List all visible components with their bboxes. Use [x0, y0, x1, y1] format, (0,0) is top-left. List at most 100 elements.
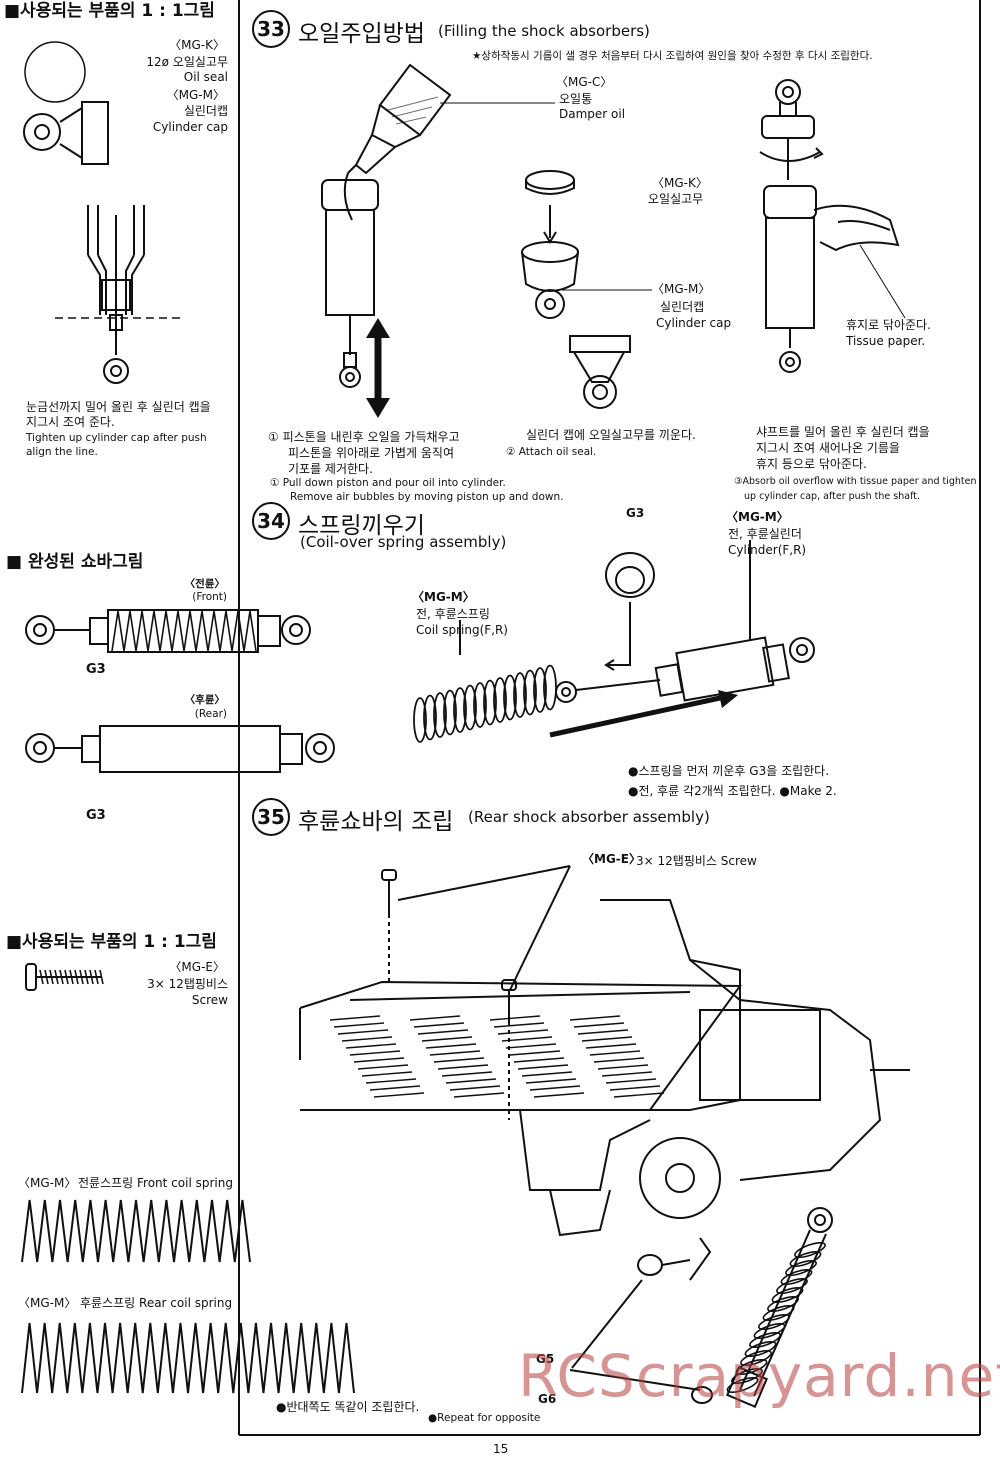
page-number: 15 — [493, 1442, 509, 1456]
chassis-slot — [425, 1043, 477, 1049]
cylinder-cap-diagram — [23, 101, 109, 165]
chassis-slot — [513, 1057, 565, 1063]
shock-coil-turn — [735, 1358, 768, 1376]
screw-thread — [64, 969, 69, 985]
shock-coil-turn — [785, 1259, 817, 1277]
coil-turn — [513, 672, 527, 718]
chassis-slot — [365, 1078, 417, 1084]
front-shock-complete — [25, 609, 311, 653]
chassis-slot — [373, 1092, 425, 1098]
shock-coil-turn — [758, 1313, 790, 1331]
s1-en-1: ① Pull down piston and pour oil into cyl… — [270, 477, 506, 489]
coil-turn — [413, 697, 427, 743]
mgm-code: 〈MG-M〉 — [166, 88, 225, 102]
rear-spring-label: 후륜스프링 Rear coil spring — [80, 1296, 233, 1310]
coil-turn — [423, 694, 437, 741]
coil-turn — [533, 667, 547, 713]
front-en: (Front) — [192, 591, 227, 603]
front-spring-diagram — [21, 1199, 251, 1263]
mgm-code-33: 〈MG-M〉 — [652, 282, 711, 296]
chassis-slot — [437, 1064, 489, 1070]
chassis-slot — [577, 1029, 629, 1035]
rear-chassis-assembly-diagram — [299, 865, 910, 1408]
cyl-en: Cylinder(F,R) — [728, 543, 807, 557]
up-down-arrow — [366, 318, 390, 418]
tighten-en-2: align the line. — [26, 446, 98, 458]
screw-thread — [49, 969, 54, 985]
s3-en-2: up cylinder cap, after push the shaft. — [744, 491, 920, 502]
front-spring-coil-path — [21, 1199, 251, 1263]
chassis-slot — [581, 1036, 633, 1042]
step-34-note-1: ●스프링을 먼저 끼운후 G3을 조립한다. — [628, 764, 830, 778]
mgk-code-33: 〈MG-K〉 — [652, 176, 708, 190]
chassis-slot — [501, 1036, 553, 1042]
s3-kr-2: 지그시 조여 새어나온 기름을 — [756, 441, 900, 455]
rear-shock-complete — [25, 725, 335, 773]
step-34-title-en: (Coil-over spring assembly) — [300, 533, 507, 551]
tighten-line-diagram — [55, 205, 180, 384]
coil-turn — [523, 669, 537, 716]
parts-heading-2: ■사용되는 부품의 1 : 1그림 — [6, 932, 217, 952]
opposite-kr: ●반대쪽도 똑같이 조립한다. — [276, 1400, 420, 1414]
screw-thread — [79, 969, 84, 985]
chassis-slot — [349, 1050, 401, 1056]
tighten-kr-2: 지그시 조여 준다. — [26, 415, 115, 429]
mgk-en: Oil seal — [183, 70, 228, 84]
screw-thread — [39, 969, 44, 985]
chassis-slot — [497, 1029, 549, 1035]
coil-turn — [503, 674, 517, 721]
step-35-title-en: (Rear shock absorber assembly) — [468, 808, 710, 826]
shock-coil-turn — [762, 1304, 795, 1322]
shock-coil-turn — [771, 1286, 804, 1304]
mgk-code: 〈MG-K〉 — [169, 38, 225, 52]
s2-kr: 실린더 캡에 오일실고무를 끼운다. — [526, 428, 696, 442]
mgk-kr: 12ø 오일실고무 — [146, 55, 228, 69]
screw-thread — [89, 969, 94, 985]
coil-turn — [483, 679, 497, 726]
shock-coil-turn — [794, 1241, 826, 1259]
s3-en-1: ③Absorb oil overflow with tissue paper a… — [734, 476, 977, 487]
shock-coil-turn — [789, 1250, 822, 1268]
screw-label-35: 3× 12탭핑비스 Screw — [636, 854, 757, 868]
g3-label-b: G3 — [86, 808, 106, 823]
cylinder-cap-side — [569, 335, 631, 409]
chassis-slot — [521, 1071, 573, 1077]
step-33-title-en: (Filling the shock absorbers) — [438, 22, 650, 40]
chassis-slot — [421, 1036, 473, 1042]
mge-code: 〈MG-E〉 — [169, 960, 225, 974]
coil-turn — [453, 687, 467, 733]
screw-code-35: 〈MG-E〉 — [582, 852, 641, 866]
coilover-assembly-diagram — [413, 540, 815, 743]
coil-turn — [463, 684, 477, 731]
chassis-slot — [489, 1015, 541, 1021]
rear-kr: 〈후륜〉 — [184, 694, 225, 706]
rear-spring-code: 〈MG-M〉 — [18, 1296, 77, 1310]
chassis-slot — [517, 1064, 569, 1070]
mgm-kr: 실린더캡 — [183, 104, 228, 118]
step-34-note-2: ●전, 후륜 각2개씩 조립한다. ●Make 2. — [628, 784, 837, 798]
chassis-slot — [609, 1085, 661, 1091]
parts-heading: ■사용되는 부품의 1 : 1그림 — [4, 1, 215, 21]
front-kr: 〈전륜〉 — [184, 578, 225, 590]
shock-coil-turn — [726, 1376, 759, 1394]
coil-turn — [433, 692, 447, 738]
chassis-slot — [441, 1071, 493, 1077]
watermark: RCScrapyard.net — [518, 1342, 1000, 1410]
s1-en-2: Remove air bubbles by moving piston up a… — [290, 491, 564, 503]
coil-turn — [443, 689, 457, 736]
s3-kr-1: 샤프트를 밀어 올린 후 실린더 캡을 — [756, 425, 930, 439]
chassis-slot — [429, 1050, 481, 1056]
screw-diagram — [25, 963, 104, 991]
step-33-note: ★상하작동시 기름이 샐 경우 처음부터 다시 조립하여 원인을 찾아 수정한 … — [472, 50, 873, 62]
chassis-slot — [593, 1057, 645, 1063]
mgm-leader-33 — [562, 289, 652, 291]
mge-kr: 3× 12탭핑비스 — [147, 977, 228, 991]
front-spring-code: 〈MG-M〉 — [18, 1176, 77, 1190]
cyl-kr: 전, 후륜실린더 — [728, 527, 802, 541]
chassis-slot — [509, 1050, 561, 1056]
shock-coil-turn — [744, 1340, 777, 1358]
chassis-slot — [601, 1071, 653, 1077]
chassis-slot — [445, 1078, 497, 1084]
screw-thread — [69, 969, 74, 985]
